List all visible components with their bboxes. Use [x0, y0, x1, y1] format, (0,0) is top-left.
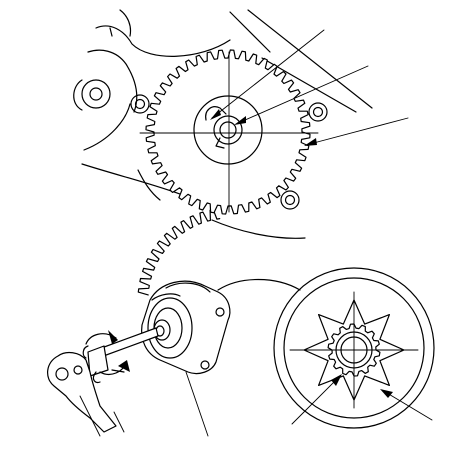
bolt-hole-right	[309, 103, 327, 121]
pump-housing	[142, 281, 230, 373]
bracket-left	[74, 80, 110, 110]
rotation-arrows	[83, 330, 130, 383]
callout-leaders-top	[210, 30, 408, 146]
lower-gear-teeth	[138, 210, 219, 295]
sprocket-hub	[194, 96, 262, 164]
engine-case-outline	[82, 10, 372, 238]
wrench	[48, 328, 158, 432]
sprocket-centerlines	[140, 52, 318, 212]
callout-leaders-bottom-left	[80, 372, 208, 436]
bolt-hole-bottom	[281, 191, 299, 209]
cam-sprocket	[146, 50, 310, 214]
bolt-hole-left	[131, 95, 149, 113]
rotor-detail	[274, 268, 434, 428]
callout-leaders-bottom-right	[292, 374, 432, 424]
detail-connector-curve	[218, 280, 300, 291]
